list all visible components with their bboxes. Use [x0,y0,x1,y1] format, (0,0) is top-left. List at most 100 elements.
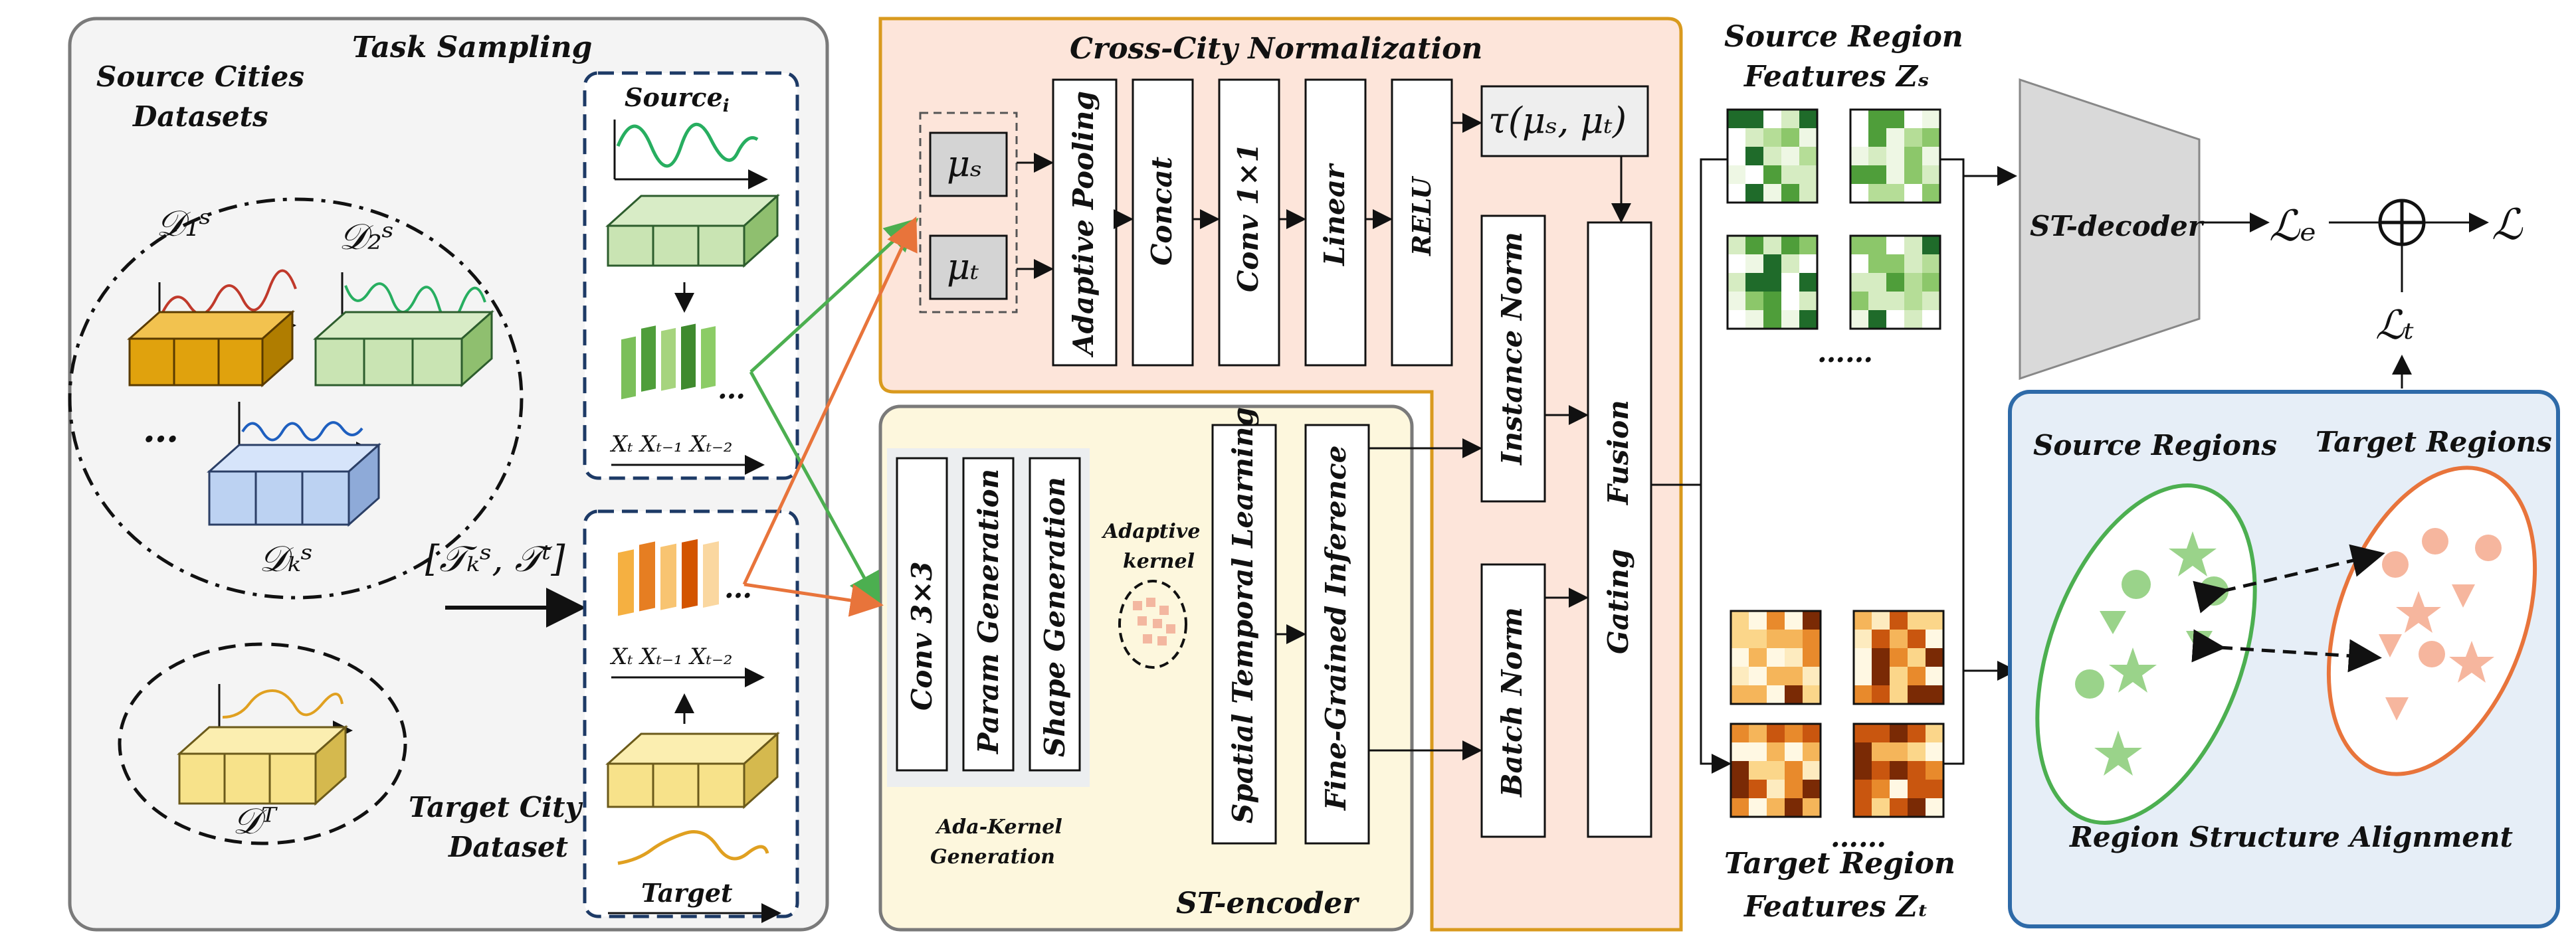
alignment-panel: Source Regions Target Regions [2008,390,2560,928]
heatmap-cell [1890,611,1908,630]
heatmap-cell [1886,110,1904,128]
heatmap-cell [1767,611,1785,630]
heatmap-cell [1749,611,1767,630]
heatmap-border [1849,234,1941,330]
mu-t-label: μₜ [947,246,979,288]
heatmap-cell [1803,648,1821,667]
heatmap-cell [1854,648,1872,667]
heatmap-cell [1728,110,1745,128]
conv3x3-block [896,457,948,772]
heatmap-cell [1904,184,1922,203]
source-ellipsis: … [718,373,745,405]
dt-label: 𝒟ᵀ [233,800,278,842]
heatmap-cell [1872,648,1890,667]
tau-label: τ(μₛ, μₜ) [1488,100,1627,141]
loss-e: ℒₑ [2269,202,2316,251]
source-datasets-circle [68,197,524,600]
heatmap-cell [1886,128,1904,147]
heatmap-cell [1890,798,1908,817]
heatmap-cell [1850,184,1868,203]
heatmap-cell [1854,780,1872,798]
conv1x1-label: Conv 1×1 [1232,143,1264,292]
heatmap-cell [1749,648,1767,667]
heatmap-cell [1890,761,1908,780]
heatmap-cell [1872,611,1890,630]
heatmap-cell [1926,667,1943,685]
target-features-title-1: Target Region [1724,847,1955,881]
shape-generation-block [1029,457,1081,772]
mu-s-label: μₛ [947,143,982,185]
alignment-title: Region Structure Alignment [2069,821,2513,853]
region-features: Source Region Features Zₛ …… …… Target R… [1651,20,2017,924]
param-generation-label: Param Generation [972,469,1005,754]
param-generation-block [962,457,1015,772]
heatmap-cell [1868,147,1886,165]
heatmap-cell [1926,648,1943,667]
heatmap-cell [1926,798,1943,817]
heatmap-cell [1872,761,1890,780]
heatmap-cell [1890,648,1908,667]
mu-s-box [929,131,1008,197]
heatmap-cell [1890,780,1908,798]
target-city-label-1: Target City [409,791,583,823]
heatmap-cell [1926,724,1943,742]
heatmap-cell [1799,110,1817,128]
batch-norm-block [1480,563,1546,838]
heatmap-cell [1868,292,1886,310]
heatmap-cell [1749,667,1767,685]
heatmap-cell [1803,667,1821,685]
source-cities-label-1: Source Cities [96,60,304,93]
heatmap-cell [1728,310,1745,329]
heatmap-cell [1785,742,1803,761]
heatmap-cell [1850,273,1868,292]
heatmap-cell [1763,165,1781,184]
svg-text:Sourcei: Sourcei [625,82,730,116]
heatmap-cell [1868,254,1886,273]
heatmap-cell [1868,273,1886,292]
heatmap-cell [1781,147,1799,165]
heatmap-cell [1854,724,1872,742]
heatmap-cell [1908,630,1926,648]
source-cities-label-2: Datasets [132,100,268,133]
heatmap-cell [1904,236,1922,254]
d2-dataset-grid: 𝒟₂ˢ [313,216,492,388]
heatmap-cell [1850,110,1868,128]
heatmap-cell [1850,254,1868,273]
heatmap-cell [1728,147,1745,165]
heatmap-cell [1728,165,1745,184]
heatmap-cell [1904,128,1922,147]
d1-dataset-grid: 𝒟₁ˢ [127,203,296,388]
heatmap-cell [1781,184,1799,203]
st-encoder-panel: Conv 3×3 Param Generation Shape Generati… [878,404,1482,932]
instance-norm-label: Instance Norm [1496,232,1528,466]
heatmap-cell [1872,630,1890,648]
heatmap-cell [1763,128,1781,147]
heatmap-cell [1785,685,1803,704]
target-series-stripes [618,539,719,616]
adaptive-kernel-ellipse [1118,580,1187,669]
heatmap-border [1849,108,1941,204]
fine-grained-label: Fine-Grained Inference [1320,445,1352,811]
heatmap-cell [1763,236,1781,254]
conv3x3-label: Conv 3×3 [906,561,938,711]
heatmap-cell [1785,724,1803,742]
heatmap-cell [1731,648,1749,667]
heatmap-cell [1886,147,1904,165]
heatmap-cell [1763,273,1781,292]
heatmap-cell [1890,630,1908,648]
heatmap-cell [1745,110,1763,128]
heatmap-cell [1922,184,1940,203]
heatmap-cell [1799,165,1817,184]
heatmap-cell [1872,724,1890,742]
heatmap-cell [1872,798,1890,817]
heatmap-cell [1745,273,1763,292]
adaptive-pooling-label: Adaptive Pooling [1067,91,1100,358]
heatmap-cell [1745,184,1763,203]
st-decoder-trapezoid [2019,78,2201,381]
spatial-temporal-label: Spatial Temporal Learning [1227,407,1259,823]
heatmap-cell [1749,761,1767,780]
heatmap-cell [1767,798,1785,817]
heatmap-cell [1904,165,1922,184]
batch-norm-label: Batch Norm [1496,607,1528,798]
target-x-seq: Xₜ Xₜ₋₁ Xₜ₋₂ [609,643,733,670]
